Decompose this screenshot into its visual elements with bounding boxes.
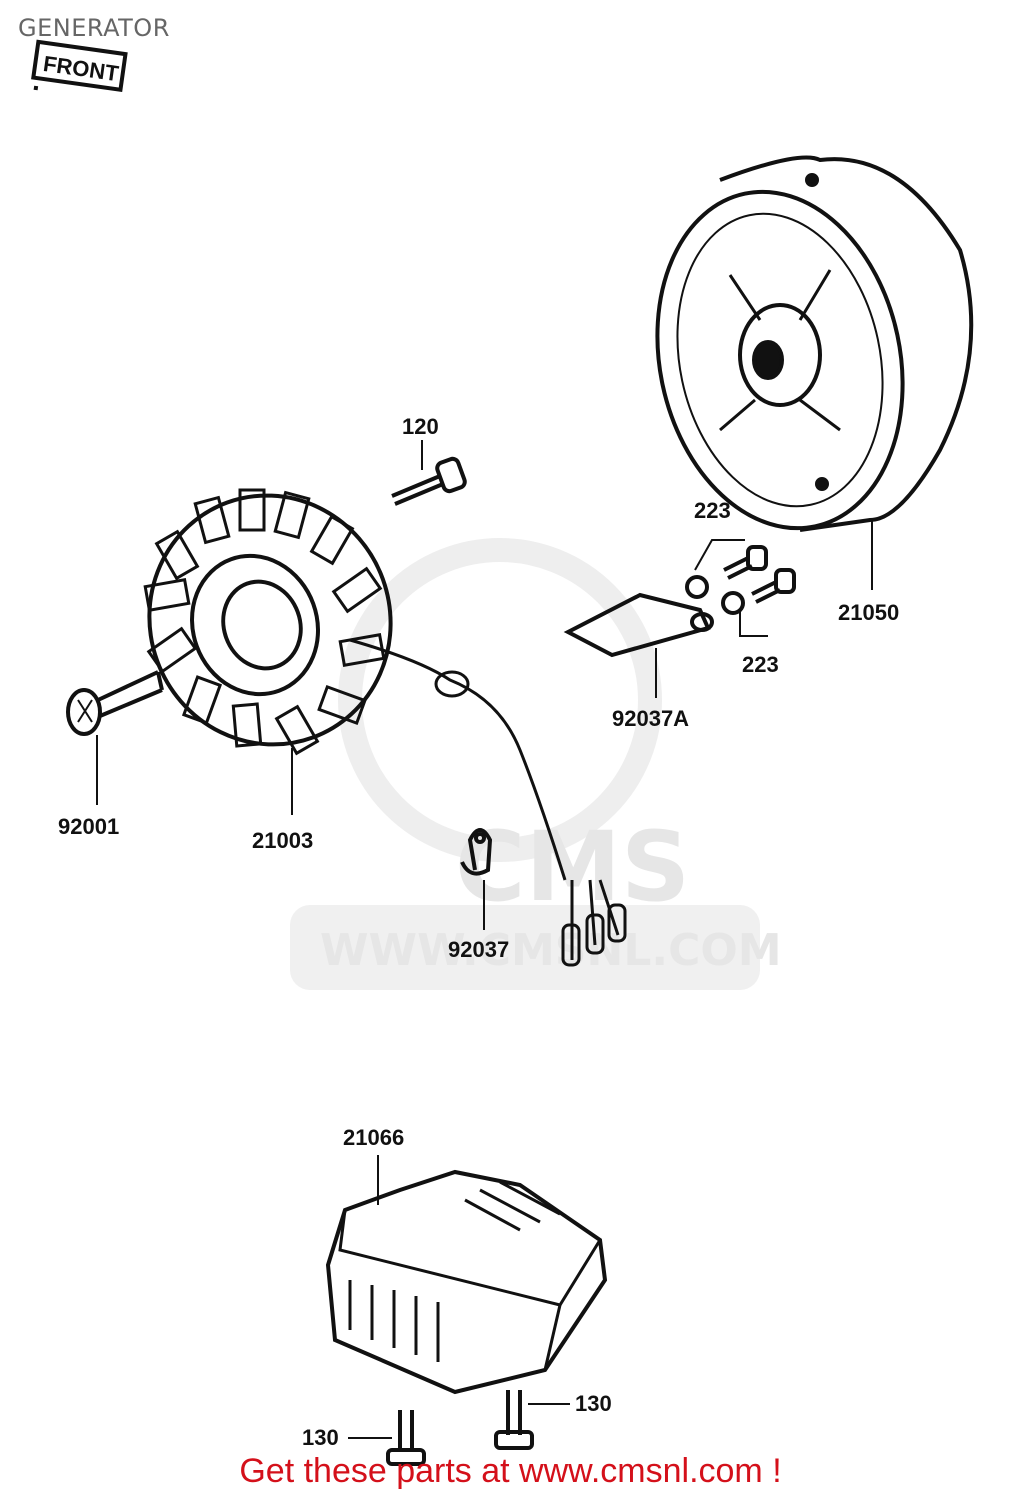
page-title: GENERATOR [18,14,170,42]
callout-92037A[interactable]: 92037A [612,706,689,731]
callout-130-left[interactable]: 130 [302,1425,339,1450]
callout-21003[interactable]: 21003 [252,828,313,853]
footer-promo-link[interactable]: Get these parts at www.cmsnl.com ! [239,1452,782,1490]
callout-130-right[interactable]: 130 [575,1391,612,1416]
bolt-120[interactable] [391,456,467,506]
bracket-223-lower [739,610,768,637]
nut-and-bolt-223[interactable] [685,545,796,615]
callout-223-upper[interactable]: 223 [694,498,731,523]
callout-223-lower[interactable]: 223 [742,652,779,677]
screw-92001[interactable] [66,670,164,736]
callout-92001[interactable]: 92001 [58,814,119,839]
clamp-92037[interactable] [460,828,493,876]
bracket-223-upper [694,539,745,571]
callout-21050[interactable]: 21050 [838,600,899,625]
front-marker: FRONT [31,39,128,93]
callout-92037[interactable]: 92037 [448,937,509,962]
callout-21066[interactable]: 21066 [343,1125,404,1150]
regulator-21066[interactable] [325,1169,608,1395]
bolt-130-right[interactable] [494,1390,534,1450]
stator-21003[interactable] [114,461,627,967]
rotor-21050[interactable] [627,155,974,552]
watermark-site: WWW.CMSNL.COM [320,925,782,976]
plate-92037A[interactable] [563,592,714,658]
callout-120[interactable]: 120 [402,414,439,439]
bolt-130-left[interactable] [386,1410,426,1466]
